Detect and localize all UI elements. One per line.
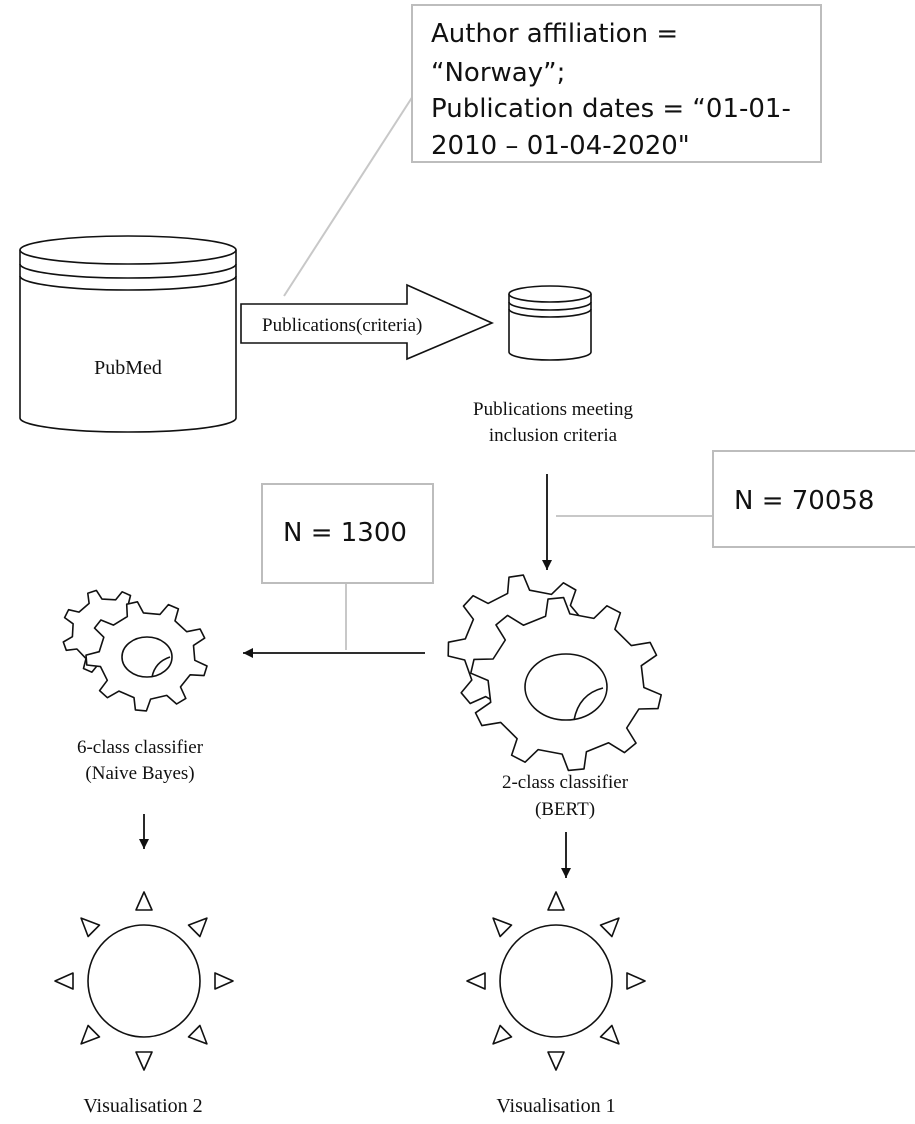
publications-criteria-arrow bbox=[240, 283, 495, 361]
visualisation-1-sun-ray bbox=[492, 917, 513, 938]
visualisation-2-sun-ray bbox=[187, 917, 208, 938]
visualisation-1-label: Visualisation 1 bbox=[496, 1095, 615, 1117]
visualisation-1-sun-ray bbox=[492, 1024, 513, 1045]
criteria-leader-line bbox=[283, 81, 423, 297]
filtered-database-icon bbox=[508, 285, 592, 361]
publications-criteria-label: Publications(criteria) bbox=[262, 315, 422, 336]
visualisation-2-sun-ray bbox=[80, 917, 101, 938]
filtered-caption-1: Publications meeting bbox=[473, 399, 633, 420]
visualisation-1-sun-disc bbox=[499, 924, 613, 1038]
criteria-line-3: Publication dates = “01-01- bbox=[431, 94, 791, 124]
criteria-line-1: Author affiliation = bbox=[431, 19, 678, 49]
criteria-line-2: “Norway”; bbox=[431, 58, 565, 88]
visualisation-2-sun-ray bbox=[54, 972, 74, 990]
pubmed-label: PubMed bbox=[94, 357, 162, 379]
naive-bayes-gear-icon bbox=[62, 589, 208, 712]
six-class-caption-2: (Naive Bayes) bbox=[85, 763, 194, 784]
visualisation-2-sun-disc bbox=[87, 924, 201, 1038]
criteria-box bbox=[411, 4, 822, 163]
criteria-line-4: 2010 – 01-04-2020" bbox=[431, 131, 690, 161]
bert-gear-icon bbox=[447, 574, 662, 772]
visualisation-1-sun-icon bbox=[466, 891, 646, 1071]
count-right-box bbox=[712, 450, 915, 548]
pubmed-database-icon bbox=[19, 235, 237, 433]
count-left-label: N = 1300 bbox=[283, 518, 407, 548]
count-left-box bbox=[261, 483, 434, 584]
two-class-caption-2: (BERT) bbox=[535, 799, 595, 820]
visualisation-2-label: Visualisation 2 bbox=[83, 1095, 202, 1117]
visualisation-1-sun-ray bbox=[547, 891, 565, 911]
visualisation-2-sun-ray bbox=[135, 1051, 153, 1071]
visualisation-1-sun-ray bbox=[599, 917, 620, 938]
filtered-caption-2: inclusion criteria bbox=[489, 425, 618, 446]
visualisation-2-sun-ray bbox=[80, 1024, 101, 1045]
visualisation-2-sun-ray bbox=[135, 891, 153, 911]
visualisation-1-sun-ray bbox=[466, 972, 486, 990]
visualisation-1-sun-ray bbox=[547, 1051, 565, 1071]
two-class-caption-1: 2-class classifier bbox=[502, 772, 629, 793]
visualisation-2-sun-ray bbox=[187, 1024, 208, 1045]
visualisation-1-sun-ray bbox=[626, 972, 646, 990]
six-class-caption-1: 6-class classifier bbox=[77, 737, 204, 758]
visualisation-1-sun-ray bbox=[599, 1024, 620, 1045]
count-right-label: N = 70058 bbox=[734, 486, 874, 516]
visualisation-2-sun-ray bbox=[214, 972, 234, 990]
visualisation-2-sun-icon bbox=[54, 891, 234, 1071]
